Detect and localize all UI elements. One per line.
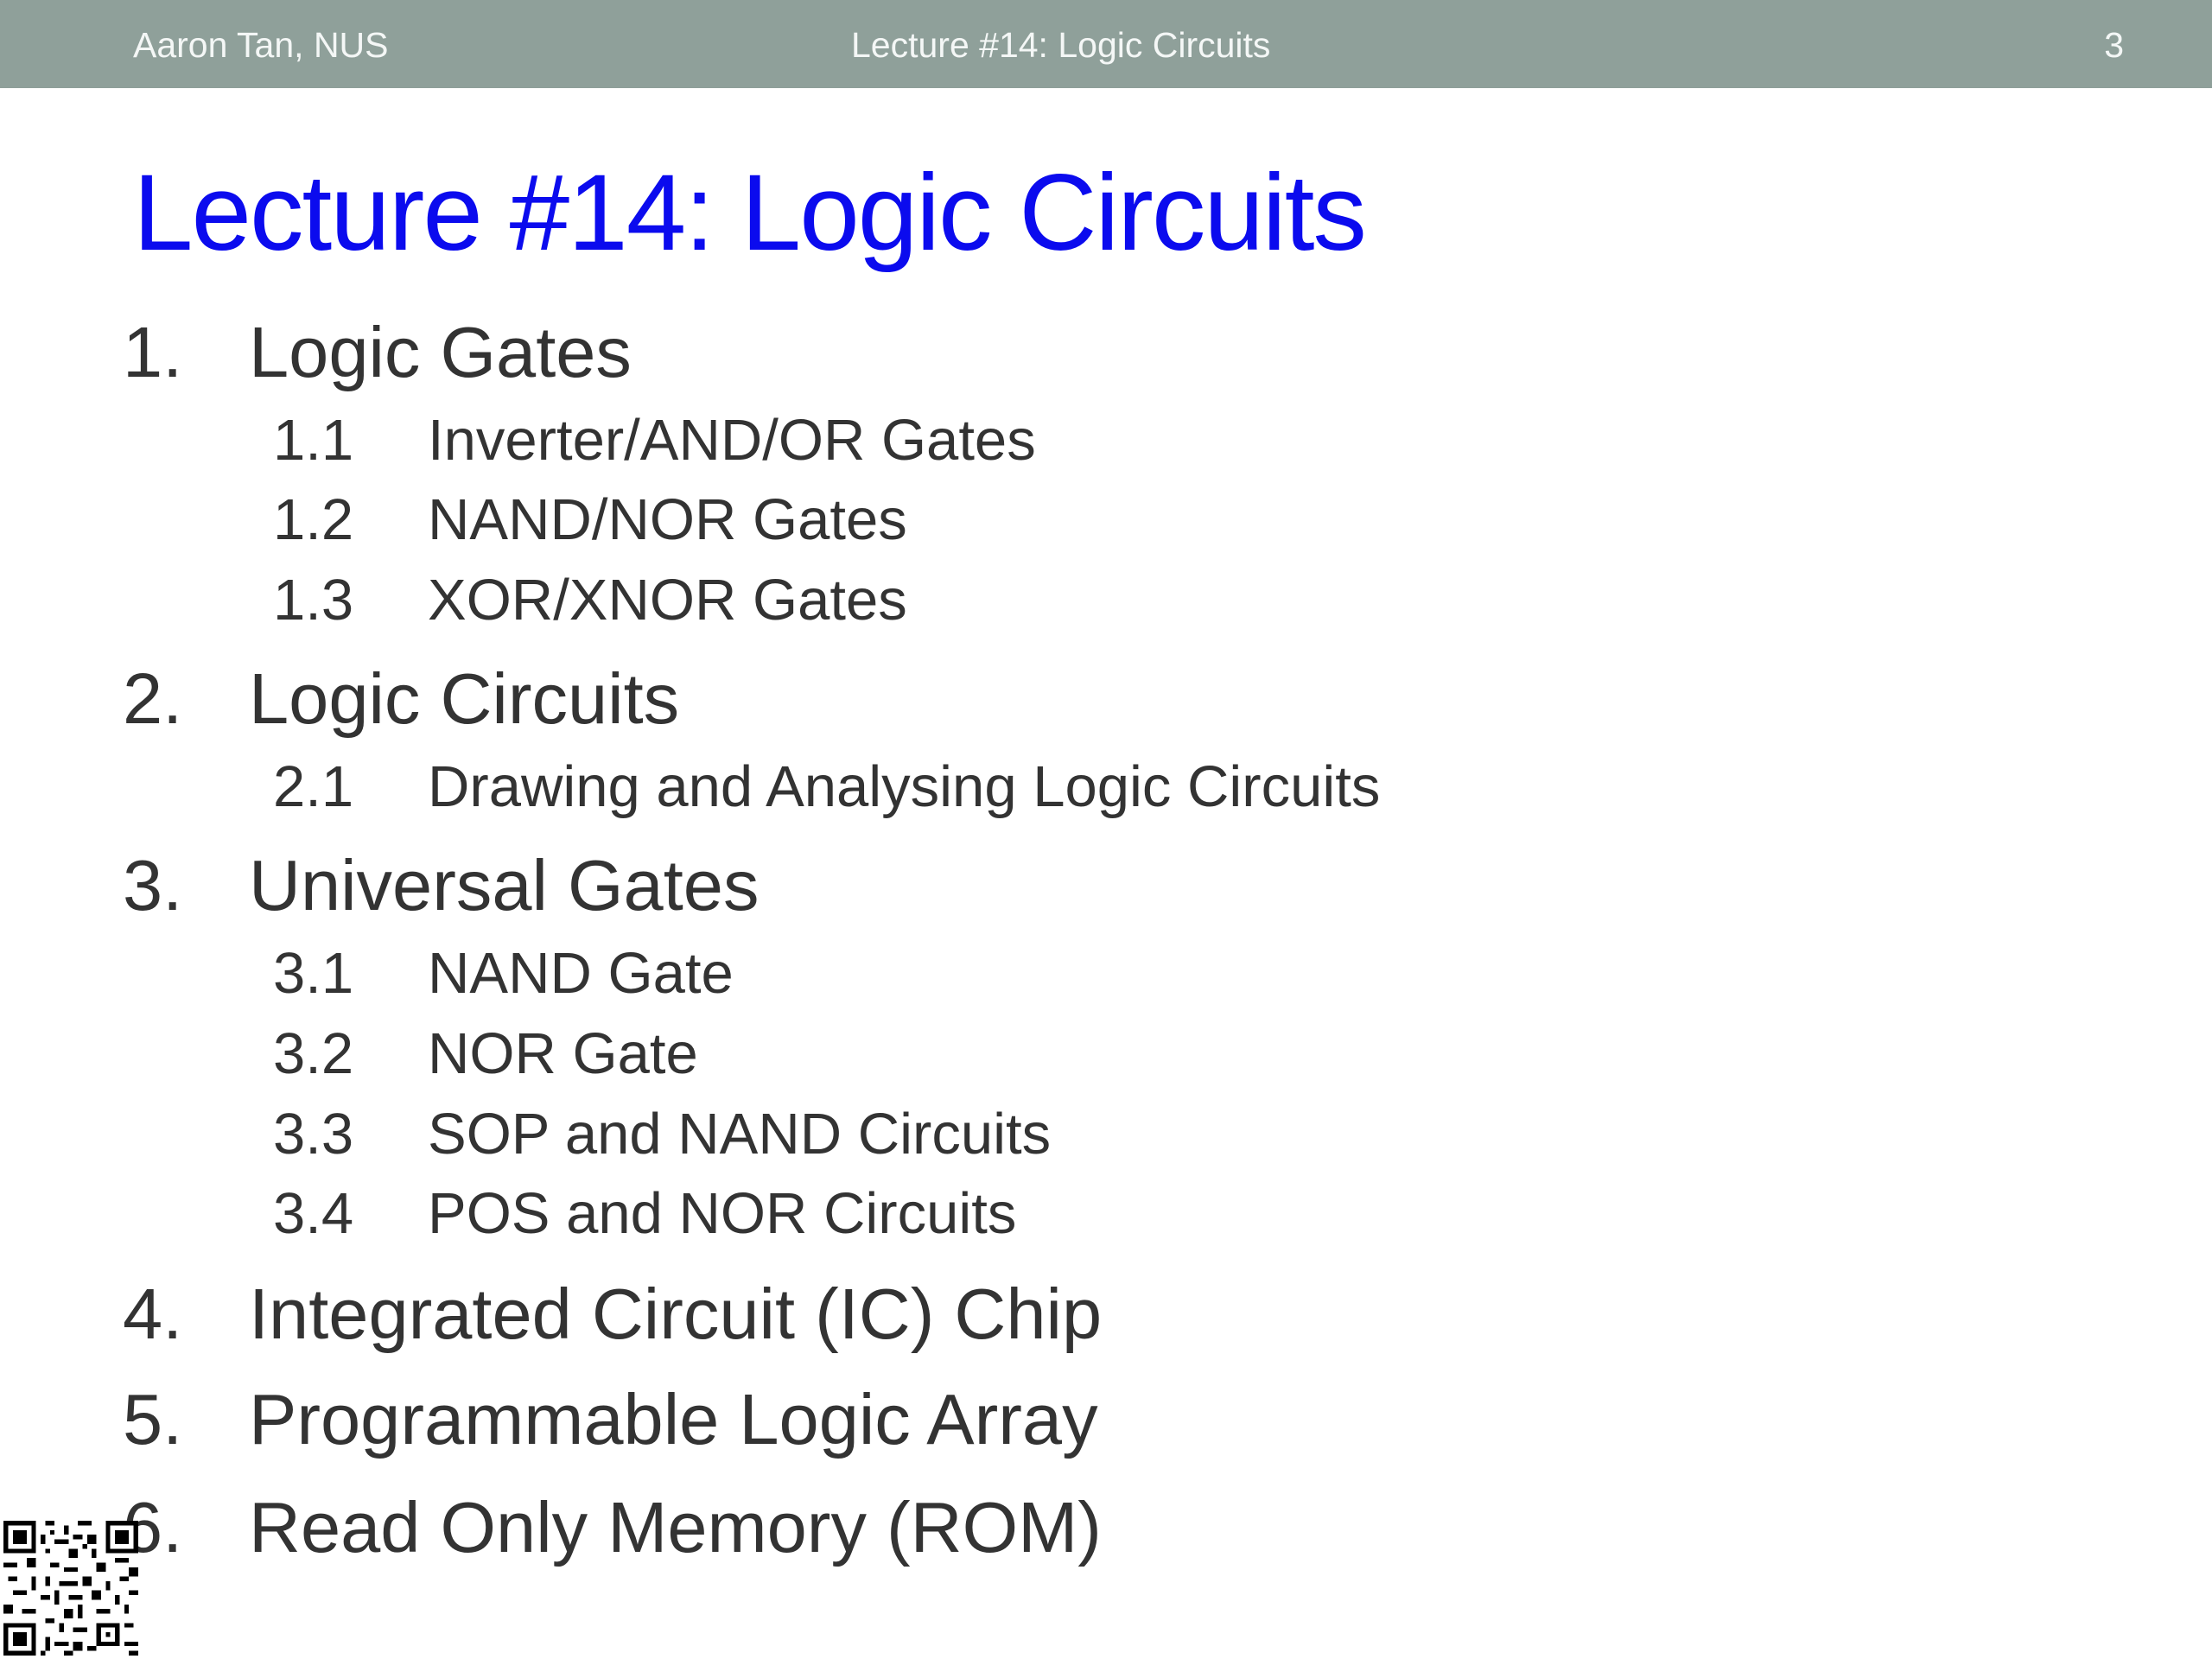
outline-number: 2.	[123, 658, 183, 739]
outline-label: Read Only Memory (ROM)	[249, 1487, 1102, 1567]
outline-label: Universal Gates	[249, 845, 760, 925]
outline-label: Programmable Logic Array	[249, 1379, 1098, 1459]
outline-label: NAND/NOR Gates	[428, 487, 907, 552]
outline-number: 1.2	[273, 487, 354, 552]
outline-number: 5.	[123, 1379, 183, 1459]
outline-number: 3.4	[273, 1181, 354, 1246]
outline-number: 3.2	[273, 1021, 354, 1086]
outline-label: Inverter/AND/OR Gates	[428, 408, 1036, 473]
header-bar: Aaron Tan, NUS Lecture #14: Logic Circui…	[0, 0, 2212, 88]
header-lecture-title: Lecture #14: Logic Circuits	[851, 25, 1271, 65]
outline-number: 1.	[123, 312, 183, 392]
outline-number: 3.3	[273, 1102, 354, 1166]
qr-code-icon	[3, 1521, 138, 1656]
outline-number: 1.1	[273, 408, 354, 473]
outline-label: Logic Circuits	[249, 658, 680, 739]
header-author: Aaron Tan, NUS	[133, 25, 389, 65]
outline-number: 2.1	[273, 754, 354, 819]
outline-label: XOR/XNOR Gates	[428, 568, 907, 632]
outline-label: SOP and NAND Circuits	[428, 1102, 1052, 1166]
outline-label: POS and NOR Circuits	[428, 1181, 1017, 1246]
outline-number: 3.1	[273, 941, 354, 1006]
outline-number: 4.	[123, 1274, 183, 1354]
outline-label: NAND Gate	[428, 941, 734, 1006]
slide-title: Lecture #14: Logic Circuits	[133, 153, 1367, 273]
outline-number: 3.	[123, 845, 183, 925]
outline-label: Drawing and Analysing Logic Circuits	[428, 754, 1381, 819]
outline-number: 1.3	[273, 568, 354, 632]
outline-label: NOR Gate	[428, 1021, 698, 1086]
outline-label: Integrated Circuit (IC) Chip	[249, 1274, 1103, 1354]
page-number: 3	[2104, 25, 2124, 65]
outline-label: Logic Gates	[249, 312, 632, 392]
